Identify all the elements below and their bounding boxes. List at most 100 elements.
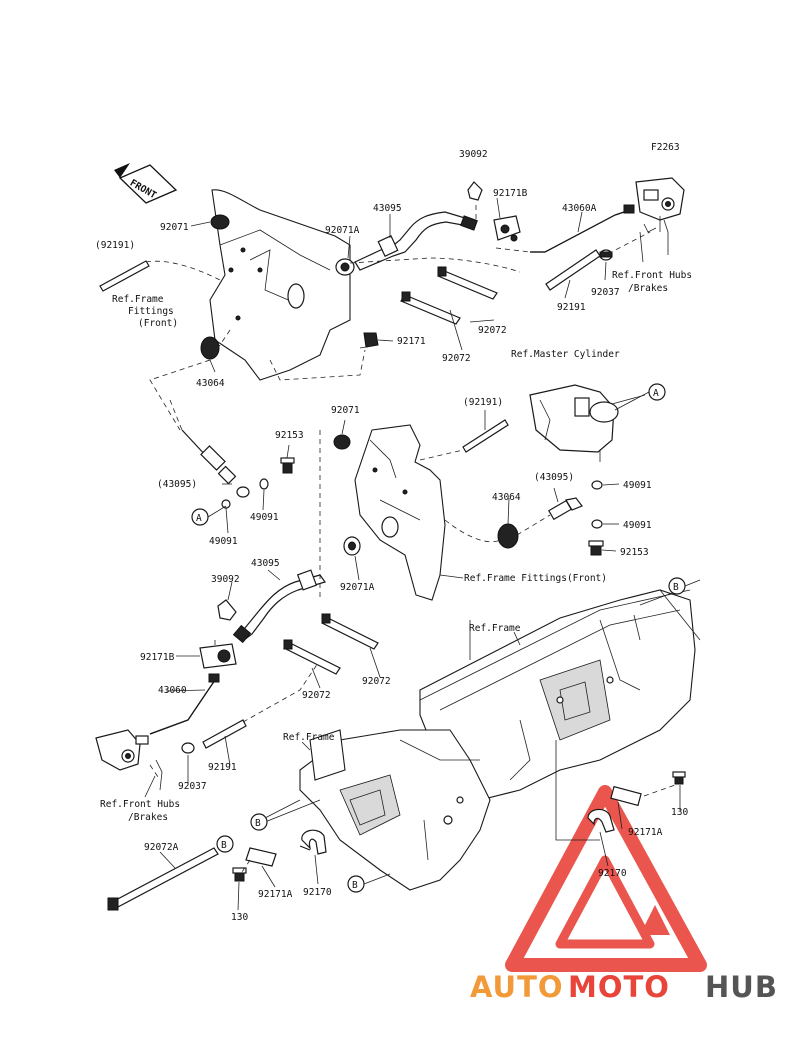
washer-49091-right-a [591,480,603,490]
watermark-logo [505,785,707,972]
strap-92171a-right [610,785,642,807]
washer-49091-right-b [591,519,603,529]
label-92171-mid: 92171 [397,336,426,347]
strap-92171a-low [245,847,277,867]
brake-caliper-top [635,177,685,255]
tube-92191-left [99,260,150,292]
label-ref-front-hubs-top-1: Ref.Front Hubs [612,270,692,281]
washer-49091-left-a [221,499,231,509]
label-92071-top: 92071 [160,222,189,233]
grommet-92071-mid [333,434,351,450]
label-ref-front-hubs-low-2: /Brakes [128,812,168,823]
brake-hose-43095-right [548,497,583,521]
clamp-92171b-mid [199,643,237,669]
tube-92191-mid [462,419,509,453]
watermark-moto: MOTO [568,970,670,1004]
bolt-92153-left [280,457,295,474]
watermark-auto: AUTO [470,970,564,1004]
brake-pipe-43060a [530,204,635,253]
label-92191-low: 92191 [208,762,237,773]
label-92171a-right: 92171A [628,827,663,838]
cable-tie-92072-top-a [400,291,461,325]
label-92153-right: 92153 [620,547,649,558]
brake-caliper-low [95,729,163,791]
grommet-43064-right [497,523,519,549]
brake-pipe-43060 [149,673,220,735]
svg-text:B: B [673,582,679,593]
callout-a-left: A [191,508,209,526]
label-130-low: 130 [231,912,248,923]
label-ref-frame-fittings-1: Ref.Frame [112,294,164,305]
watermark-text: AUTO MOTO HUB [470,970,778,1004]
label-92037-top: 92037 [591,287,620,298]
label-ref-frame-fittings-3: (Front) [138,318,178,329]
clamp-92170-low [299,829,327,855]
label-43064-right: 43064 [492,492,521,503]
bolt-130-low [232,867,247,882]
label-92071-mid: 92071 [331,405,360,416]
clamp-92037-top [599,249,613,261]
clamp-92170-right [587,808,615,833]
front-bracket-top [209,189,351,381]
label-92171b-mid: 92171B [140,652,175,663]
label-43060: 43060 [158,685,187,696]
callout-b-low: B [347,875,365,893]
label-43064-left: 43064 [196,378,225,389]
grommet-43064-left [200,336,220,360]
cable-tie-92072-top-b [437,266,498,300]
grommet-92071-top [210,214,230,230]
label-43095-mid: 43095 [251,558,280,569]
brake-hose-43095-top [354,211,478,271]
label-43060a: 43060A [562,203,597,214]
svg-text:A: A [196,513,202,524]
tube-92191-top [545,249,601,291]
svg-text:A: A [653,388,659,399]
clip-39092-mid [217,599,237,621]
grommet-92071a-mid [343,536,361,556]
svg-text:B: B [221,840,227,851]
label-92071a-top: 92071A [325,225,360,236]
label-49091-left-b: 49091 [209,536,238,547]
label-92170-right: 92170 [598,868,627,879]
label-92170-low: 92170 [303,887,332,898]
label-ref-frame-fittings-2: Fittings [128,306,174,317]
label-92153-left: 92153 [275,430,304,441]
label-43095-paren-right: (43095) [534,472,574,483]
label-92191-paren-mid: (92191) [463,397,503,408]
label-92071a-mid: 92071A [340,582,375,593]
label-92191-top: 92191 [557,302,586,313]
clamp-92171b-top [493,215,521,242]
master-cylinder [529,384,646,462]
label-39092-top: 39092 [459,149,488,160]
clip-92171-mid [359,332,379,349]
front-bracket-center [354,424,446,601]
label-92191-paren-top: (92191) [95,240,135,251]
washer-49091-left-b [259,478,269,490]
label-92171a-low: 92171A [258,889,293,900]
callout-a-top: A [648,383,666,401]
clamp-92037-low [181,742,195,754]
label-ref-frame-top: Ref.Frame [469,623,521,634]
figure-code: F2263 [651,142,680,153]
label-ref-front-hubs-low-1: Ref.Front Hubs [100,799,180,810]
bolt-130-right [672,771,686,785]
label-43095-paren-left: (43095) [157,479,197,490]
label-92072-mid-a: 92072 [302,690,331,701]
label-49091-right-b: 49091 [623,520,652,531]
label-92072-top-b: 92072 [442,353,471,364]
cable-tie-92072a [107,847,219,911]
front-arrow-icon: FRONT [114,163,178,204]
label-ref-master-cylinder: Ref.Master Cylinder [511,349,620,360]
callout-b-top: B [668,577,686,595]
callout-b-low-left: B [216,835,234,853]
label-ref-frame-low: Ref.Frame [283,732,335,743]
watermark-hub: HUB [705,970,778,1004]
bolt-92153-right [588,540,604,556]
label-92171b-top: 92171B [493,188,528,199]
clip-39092-top [467,181,483,201]
part-labels: F2263 39092 92071 43095 92171B 43060A 92… [95,142,692,923]
brake-hose-43095-left [181,429,250,498]
brake-hose-43095-mid [232,569,326,644]
label-43095-top: 43095 [373,203,402,214]
